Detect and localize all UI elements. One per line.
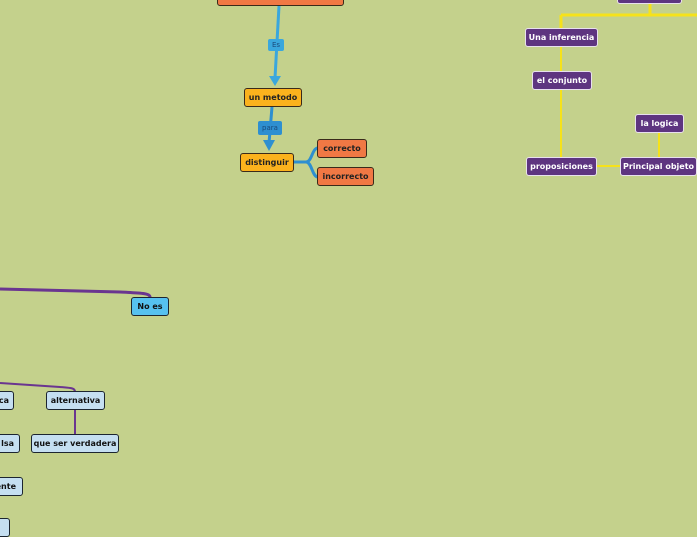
top-node[interactable] <box>217 0 344 6</box>
link-to-no-es <box>0 287 152 298</box>
node-partial-lsa-label: lsa <box>1 439 14 448</box>
link-yellow-top <box>559 4 697 28</box>
node-el-conjunto[interactable]: el conjunto <box>532 71 592 90</box>
node-partial-ente-label: ente <box>0 482 16 491</box>
node-incorrecto[interactable]: incorrecto <box>317 167 374 186</box>
node-la-logica[interactable]: la logica <box>635 114 684 133</box>
node-una-inferencia[interactable]: Una inferencia <box>525 28 598 47</box>
link-label-es: Es <box>268 39 284 51</box>
node-distinguir[interactable]: distinguir <box>240 153 294 172</box>
node-proposiciones[interactable]: proposiciones <box>526 157 597 176</box>
node-partial-ente[interactable]: ente <box>0 477 23 496</box>
link-to-alternativa <box>0 382 76 393</box>
node-partial-ca[interactable]: ca <box>0 391 14 410</box>
node-partial-bottom[interactable] <box>0 518 10 537</box>
node-principal-objeto[interactable]: Principal objeto <box>620 157 697 176</box>
arrowhead-distinguir <box>263 140 275 151</box>
link-distinguir-branch <box>294 146 319 179</box>
node-no-es[interactable]: No es <box>131 297 169 316</box>
node-alternativa[interactable]: alternativa <box>46 391 105 410</box>
link-label-para: para <box>258 121 282 135</box>
node-un-metodo[interactable]: un metodo <box>244 88 302 107</box>
node-que-ser-verdadera[interactable]: que ser verdadera <box>31 434 119 453</box>
node-partial-lsa[interactable]: lsa <box>0 434 20 453</box>
connector-layer <box>0 4 697 434</box>
top-right-node[interactable] <box>617 0 682 4</box>
arrowhead-metodo <box>269 76 281 86</box>
node-correcto[interactable]: correcto <box>317 139 367 158</box>
node-partial-ca-label: ca <box>0 396 9 405</box>
